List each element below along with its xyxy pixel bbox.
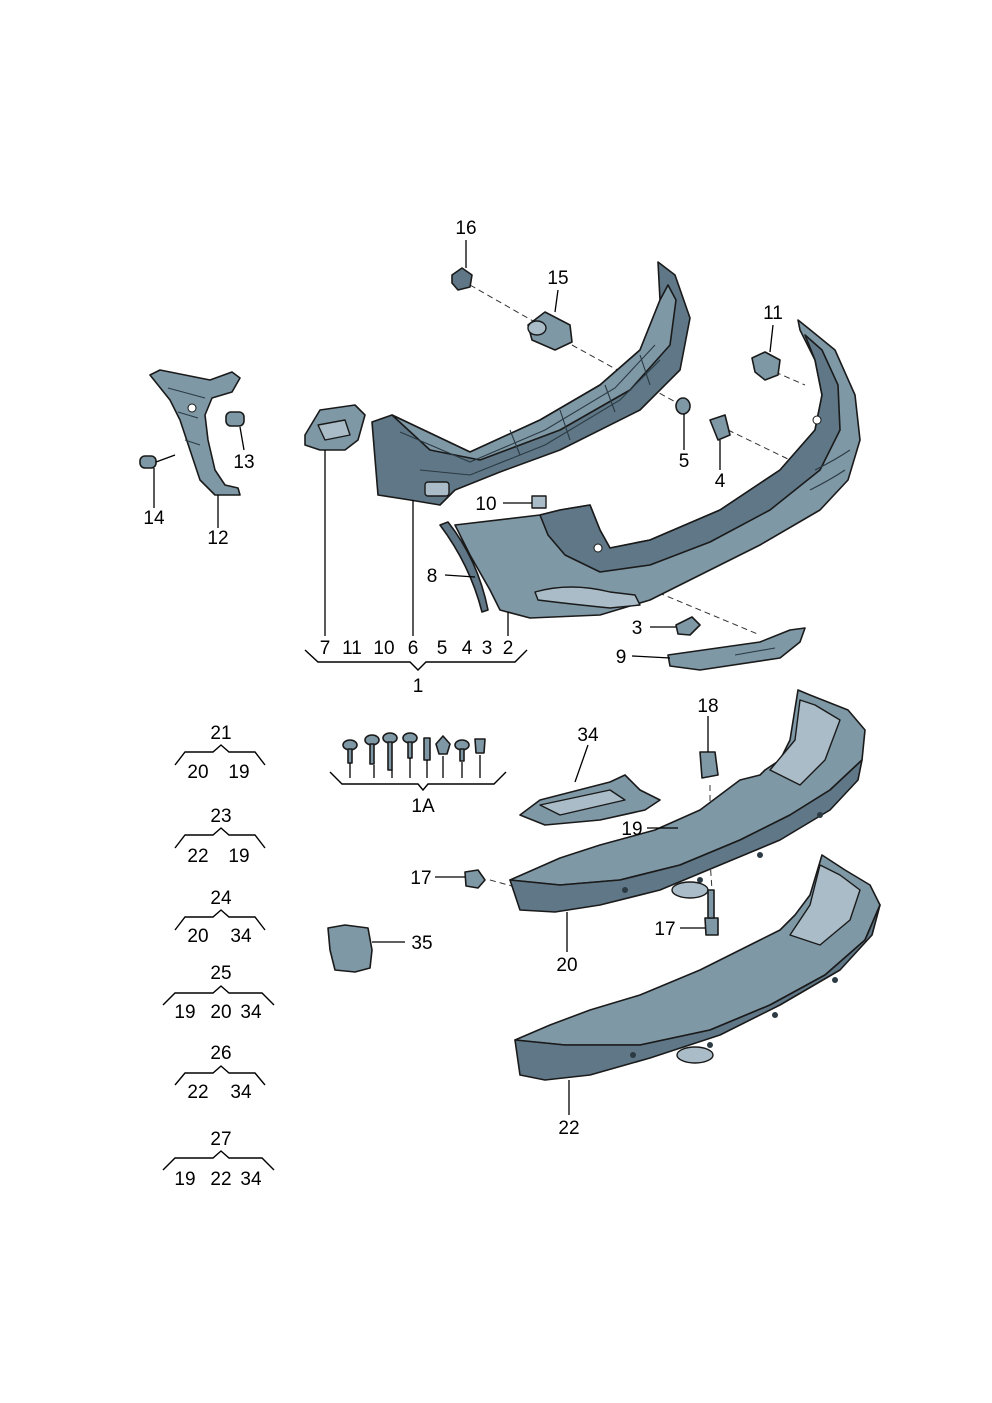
group-1-item: 5 — [437, 638, 448, 659]
kit-part: 22 — [187, 846, 208, 867]
kit-part: 34 — [240, 1002, 262, 1023]
kit-id: 27 — [210, 1129, 231, 1150]
kit-id: 21 — [210, 723, 231, 744]
pouch — [327, 924, 373, 973]
bracket-7 — [304, 404, 366, 451]
label-8: 8 — [427, 566, 438, 587]
seal-strip — [439, 521, 489, 613]
kit-part: 19 — [228, 762, 249, 783]
group-1-item: 7 — [320, 638, 331, 659]
label-4: 4 — [715, 471, 726, 492]
label-1a: 1A — [411, 796, 435, 817]
label-3: 3 — [632, 618, 643, 639]
diffuser-22 — [514, 854, 881, 1081]
kit-part: 20 — [210, 1002, 231, 1023]
label-35: 35 — [411, 933, 432, 954]
bumper-cover — [454, 319, 861, 619]
label-14: 14 — [143, 508, 165, 529]
label-9: 9 — [616, 647, 627, 668]
kit-id: 24 — [210, 888, 232, 909]
label-20: 20 — [556, 955, 577, 976]
group-1-item: 10 — [373, 638, 394, 659]
label-19: 19 — [621, 819, 642, 840]
label-34: 34 — [577, 725, 599, 746]
label-22: 22 — [558, 1118, 579, 1139]
group-1-item: 2 — [503, 638, 514, 659]
leader-lines — [153, 240, 774, 1115]
impact-absorber — [371, 261, 691, 506]
kit-part: 34 — [230, 1082, 252, 1103]
label-10: 10 — [475, 494, 496, 515]
fasteners — [139, 267, 781, 509]
kit-part: 22 — [210, 1169, 231, 1190]
kit-part: 19 — [174, 1169, 195, 1190]
kit-part: 34 — [240, 1169, 262, 1190]
insert — [519, 774, 661, 826]
label-1: 1 — [413, 676, 424, 697]
label-5: 5 — [679, 451, 690, 472]
diffuser-20 — [509, 689, 866, 913]
group-1-item: 3 — [482, 638, 493, 659]
label-17-bottom: 17 — [654, 919, 675, 940]
group-1-item: 11 — [342, 638, 362, 659]
group-1-item: 6 — [408, 638, 419, 659]
braces — [162, 649, 528, 1171]
label-16: 16 — [455, 218, 476, 239]
clip-18 — [699, 751, 719, 779]
screw-17 — [464, 869, 719, 936]
group-1-item: 4 — [462, 638, 473, 659]
kit-part: 34 — [230, 926, 252, 947]
kit-part: 19 — [174, 1002, 195, 1023]
side-bracket — [149, 369, 241, 496]
kit-id: 23 — [210, 806, 231, 827]
label-11: 11 — [763, 303, 783, 324]
kit-id: 26 — [210, 1043, 231, 1064]
kit-part: 19 — [228, 846, 249, 867]
label-12: 12 — [207, 528, 228, 549]
callout-labels: 16 15 11 13 14 12 5 4 10 8 3 9 7 11 10 6… — [143, 218, 782, 1190]
label-13: 13 — [233, 452, 254, 473]
kit-part: 20 — [187, 762, 208, 783]
kit-part: 22 — [187, 1082, 208, 1103]
kit-part: 20 — [187, 926, 208, 947]
screw-set — [342, 732, 486, 771]
label-18: 18 — [697, 696, 718, 717]
label-15: 15 — [547, 268, 568, 289]
kit-id: 25 — [210, 963, 231, 984]
lower-trim — [667, 627, 806, 671]
cap — [675, 616, 701, 636]
label-17-top: 17 — [410, 868, 431, 889]
